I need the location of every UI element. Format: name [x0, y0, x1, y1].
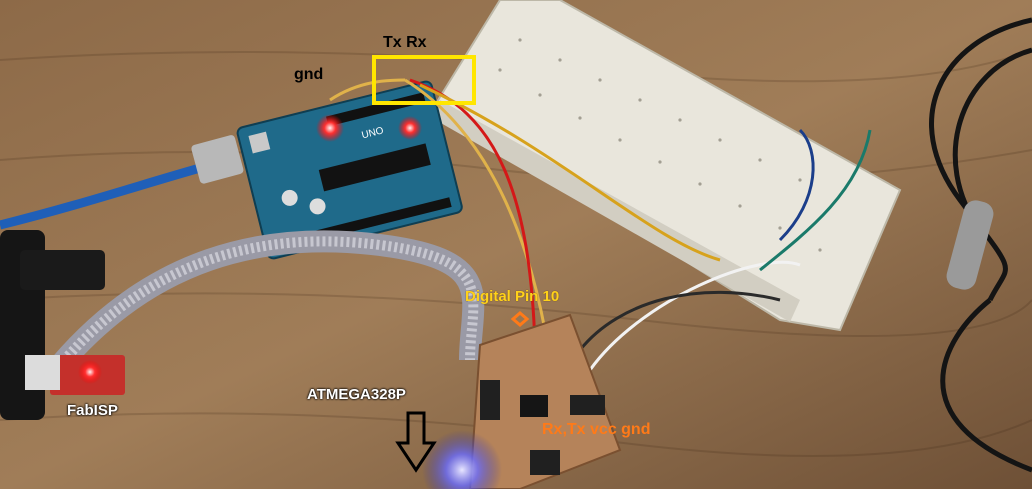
atmega-label: ATMEGA328P [307, 386, 406, 403]
jumper-wires [329, 78, 872, 371]
digital-pin-label: Digital Pin 10 [465, 288, 560, 305]
atmega-board-led [422, 430, 502, 489]
sensor-cable [929, 17, 1032, 473]
down-arrow-icon [395, 411, 437, 473]
ribbon-cable [51, 230, 485, 373]
arduino-uno-board: UNO [236, 80, 463, 260]
fabisp-label: FabISP [67, 402, 118, 419]
tx-rx-label: Tx Rx [383, 34, 427, 51]
fabisp-led [78, 360, 102, 384]
pin-marker [510, 311, 530, 327]
temperature-probe [946, 200, 994, 290]
highlight-box [372, 55, 476, 105]
gnd-label: gnd [294, 66, 324, 83]
arduino-led-2 [398, 116, 422, 140]
board-marking: UNO [361, 125, 385, 141]
arduino-led [316, 114, 344, 142]
usb-cable [0, 135, 244, 230]
rx-tx-vcc-gnd-label: Rx,Tx vcc gnd [542, 421, 651, 438]
